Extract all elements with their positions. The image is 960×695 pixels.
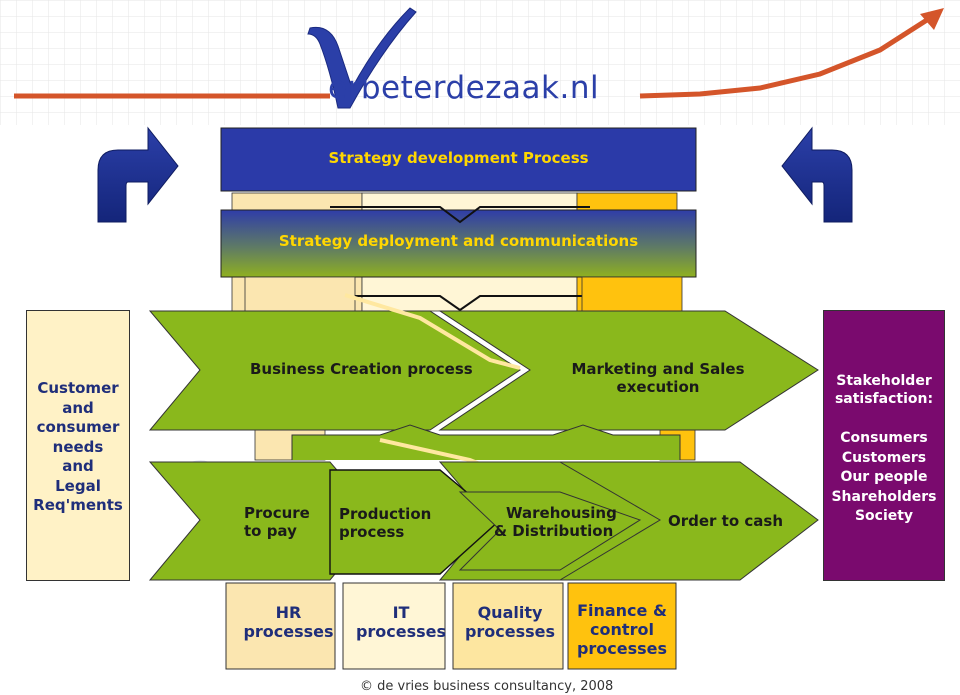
warehousing-line: & Distribution xyxy=(494,522,614,540)
stakeholder-box: Stakeholder satisfaction: Consumers Cust… xyxy=(823,310,945,581)
business-creation-label: Business Creation process xyxy=(250,360,473,378)
stakeholder-item: Our people xyxy=(840,469,928,485)
support-label-hr: HR processes xyxy=(226,603,351,641)
support-label-finance: Finance & control processes xyxy=(568,601,676,658)
business-creation-chevron xyxy=(148,310,521,431)
production-label: Production process xyxy=(339,505,431,541)
warehousing-label: Warehousing & Distribution xyxy=(494,504,617,540)
strategy-deployment-label: Strategy deployment and communications xyxy=(278,232,639,250)
support-box-it xyxy=(342,582,446,670)
marketing-sales-line: Marketing and Sales xyxy=(571,360,745,378)
stakeholder-title: Stakeholder satisfaction: xyxy=(824,372,944,408)
customer-line: Legal xyxy=(55,476,101,495)
procure-line: to pay xyxy=(244,522,297,540)
customer-line: and xyxy=(62,457,94,475)
stakeholder-item: Shareholders xyxy=(831,488,937,505)
production-line: process xyxy=(339,523,405,541)
header-grid xyxy=(0,0,960,125)
marketing-sales-label: Marketing and Sales execution xyxy=(558,360,758,396)
support-line: IT xyxy=(392,603,410,622)
customer-line: Req'ments xyxy=(33,496,123,514)
support-label-it: IT processes xyxy=(343,603,459,641)
customer-line: Customer xyxy=(37,379,119,397)
support-line: Finance & xyxy=(577,601,667,620)
marketing-sales-chevron xyxy=(438,310,819,431)
support-line: control xyxy=(590,620,654,639)
support-box-hr xyxy=(225,582,336,670)
stakeholder-item: Society xyxy=(854,508,914,524)
trend-line-rising xyxy=(639,15,932,99)
order-to-cash-label: Order to cash xyxy=(668,512,783,530)
copyright-text: © de vries business consultancy, 2008 xyxy=(360,679,614,694)
marketing-sales-line: execution xyxy=(616,378,700,396)
support-label-quality: Quality processes xyxy=(453,603,567,641)
stakeholder-title-line: satisfaction: xyxy=(834,391,934,407)
strip-right-lower xyxy=(581,276,683,313)
stakeholder-title-line: Stakeholder xyxy=(836,373,932,389)
customer-needs-box: Customer and consumer needs and Legal Re… xyxy=(26,310,130,581)
procure-label: Procure to pay xyxy=(244,504,310,540)
customer-line: and xyxy=(62,398,94,417)
warehousing-front-chevron xyxy=(458,491,642,571)
customer-needs-text: Customer and consumer needs and Legal Re… xyxy=(27,379,129,516)
right-curved-arrow xyxy=(781,126,853,223)
production-line: Production xyxy=(339,505,432,523)
production-box xyxy=(329,469,502,575)
support-line: Quality xyxy=(477,603,543,622)
customer-line: consumer xyxy=(36,418,120,436)
logo-text: erbeterdezaak.nl xyxy=(328,70,600,106)
support-line: processes xyxy=(576,639,668,658)
support-line: processes xyxy=(355,622,447,641)
customer-line: needs xyxy=(52,437,104,456)
procure-line: Procure xyxy=(244,504,310,522)
trend-arrow-head xyxy=(920,8,944,30)
stakeholder-list: Consumers Customers Our people Sharehold… xyxy=(824,429,944,527)
support-line: processes xyxy=(243,622,334,641)
support-line: processes xyxy=(464,622,556,641)
strip-left-lower xyxy=(244,276,356,313)
stakeholder-item: Consumers xyxy=(840,430,928,446)
strategy-development-box xyxy=(220,127,697,192)
procure-chevron xyxy=(148,461,381,581)
process-connector xyxy=(291,424,681,460)
warehousing-line: Warehousing xyxy=(506,504,617,522)
stakeholder-item: Customers xyxy=(841,449,927,466)
strategy-development-label: Strategy development Process xyxy=(328,149,589,167)
support-box-finance xyxy=(567,582,677,670)
support-box-quality xyxy=(452,582,564,670)
support-line: HR xyxy=(275,603,302,622)
logo-v-mark xyxy=(307,7,417,109)
deploy-process-connector xyxy=(330,295,590,312)
dev-deploy-connector xyxy=(330,206,590,224)
left-curved-arrow xyxy=(97,126,179,223)
